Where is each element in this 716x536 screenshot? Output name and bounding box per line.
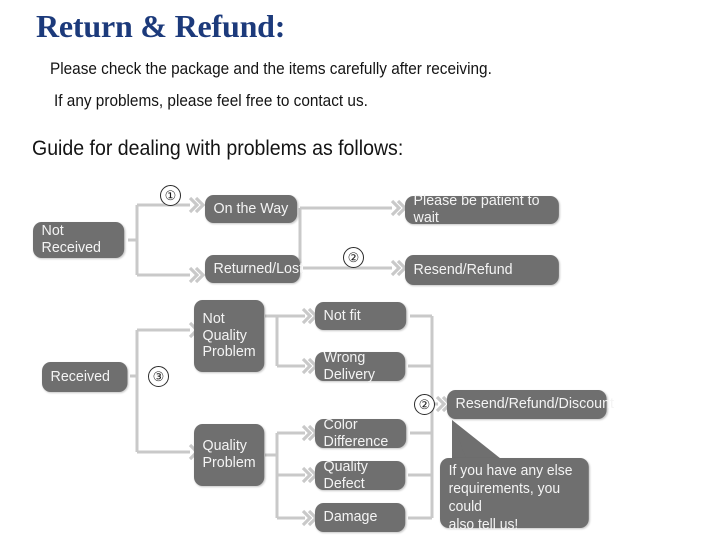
step-marker-1: ①: [160, 185, 181, 206]
node-received[interactable]: Received: [42, 362, 128, 392]
page-title: Return & Refund:: [36, 8, 286, 44]
node-not-quality-problem[interactable]: Not Quality Problem: [194, 300, 265, 372]
arrow-head: [390, 259, 407, 277]
intro-text-line-2: If any problems, please feel free to con…: [54, 92, 368, 110]
guide-heading: Guide for dealing with problems as follo…: [32, 137, 404, 160]
node-returned-lost[interactable]: Returned/Lost: [205, 255, 303, 283]
step-marker-3: ③: [148, 366, 169, 387]
node-please-be-patient-to-wait[interactable]: Please be patient to wait: [405, 192, 559, 226]
step-marker-2-top: ②: [343, 247, 364, 268]
node-quality-defect[interactable]: Quality Defect: [315, 458, 406, 491]
node-not-fit[interactable]: Not fit: [315, 302, 407, 330]
node-on-the-way[interactable]: On the Way: [205, 195, 298, 223]
node-color-difference[interactable]: Color Difference: [315, 416, 407, 449]
node-damage[interactable]: Damage: [315, 503, 406, 532]
arrow-head: [188, 266, 205, 284]
node-not-received[interactable]: Not Received: [33, 222, 125, 258]
intro-text-line-1: Please check the package and the items c…: [50, 60, 492, 78]
arrow-head: [188, 196, 205, 214]
step-marker-2-bottom: ②: [414, 394, 435, 415]
arrow-head: [390, 199, 407, 217]
callout-bubble: If you have any else requirements, you c…: [440, 458, 589, 533]
node-quality-problem[interactable]: Quality Problem: [194, 424, 265, 486]
node-resend-refund[interactable]: Resend/Refund: [405, 255, 559, 285]
node-resend-refund-discount[interactable]: Resend/Refund/Discount: [447, 390, 614, 419]
node-wrong-delivery[interactable]: Wrong Delivery: [315, 349, 406, 382]
